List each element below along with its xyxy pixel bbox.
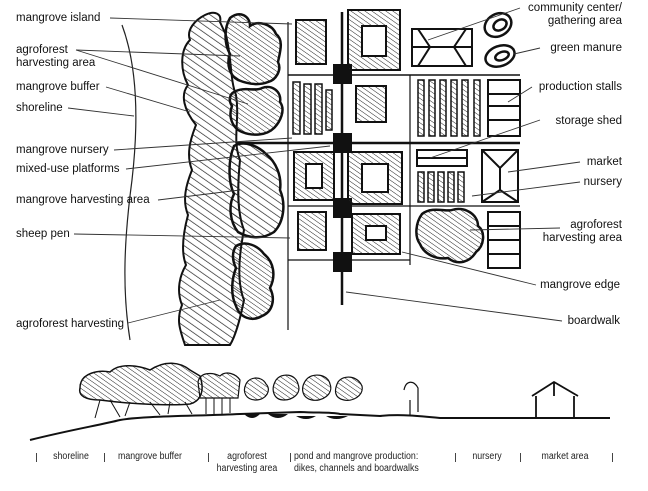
agroforest-blob-mid [228,85,284,136]
label-mixed-use-platforms: mixed-use platforms [16,163,120,175]
section-divider [36,453,37,462]
shoreline-curve [121,24,137,341]
section-label-nursery: nursery [472,451,502,462]
label-community-center: community center/ gathering area [528,2,622,27]
label-mangrove-nursery: mangrove nursery [16,144,109,156]
label-mangrove-edge: mangrove edge [540,279,620,291]
mangrove-harvesting-blob [228,142,285,239]
label-green-manure: green manure [550,42,622,54]
section-divider [520,453,521,462]
section-label-mangrove-buffer: mangrove buffer [118,451,182,462]
section-divider [208,453,209,462]
label-storage-shed: storage shed [555,115,623,127]
mangrove-nursery-strips [292,79,481,203]
label-sheep-pen: sheep pen [16,228,70,240]
agroforest-blob-right [415,207,485,264]
label-mangrove-harvesting-area: mangrove harvesting area [16,194,150,206]
label-agroforest-harvesting-area-right: agroforest harvesting area [542,219,622,244]
label-market: market [586,156,622,168]
ground-line [29,410,610,441]
label-shoreline: shoreline [16,102,63,114]
market-shelter [531,380,579,418]
section-divider [455,453,456,462]
section-divider [290,453,291,462]
label-mangrove-buffer: mangrove buffer [16,81,100,93]
label-agroforest-harvesting: agroforest harvesting [16,318,125,330]
leader-lines [67,7,581,324]
label-nursery: nursery [583,176,622,188]
section-label-market-area: market area [541,451,589,462]
nursery-trees [403,381,419,416]
ponds [293,9,403,255]
structures [411,28,521,269]
section-elevation [29,362,610,441]
agroforest-trees [197,372,241,399]
section-label-pond-and-mangrove-production: pond and mangrove production:dikes, chan… [294,451,419,474]
label-agroforest-harvesting-area: agroforest harvesting area [16,44,96,69]
mangrove-canopy [78,362,203,406]
section-divider [612,453,613,462]
label-mangrove-island: mangrove island [16,12,101,24]
pond-trees [243,374,363,401]
label-production-stalls: production stalls [538,81,622,93]
agroforest-harvesting-blob [231,242,275,320]
agroforest-blob-top [224,13,282,86]
section-divider [104,453,105,462]
section-label-shoreline: shoreline [53,451,89,462]
green-manure-ovals [483,11,516,68]
label-boardwalk: boardwalk [567,315,620,327]
